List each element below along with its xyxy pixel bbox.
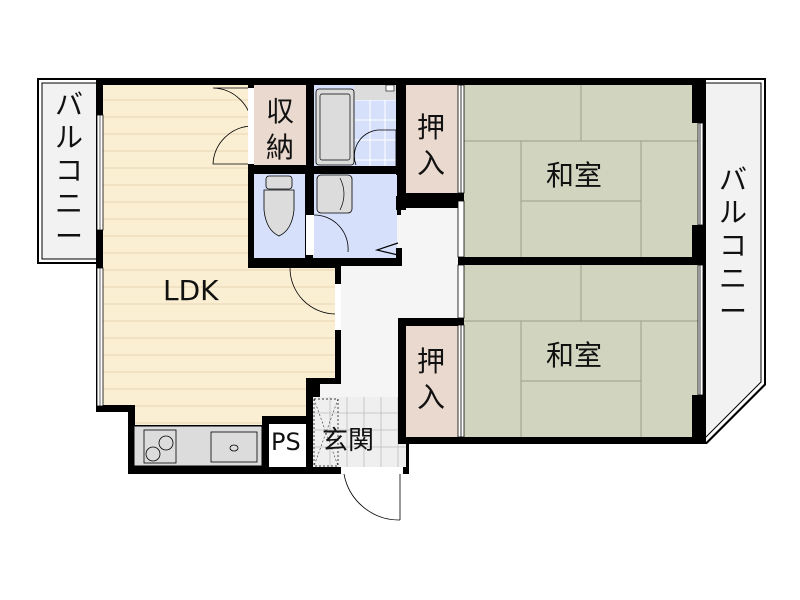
kitchen-counter xyxy=(133,425,263,467)
label-char: 入 xyxy=(416,147,445,180)
label-char: ニ xyxy=(54,187,83,220)
label-char: バ xyxy=(718,163,747,196)
label-char: コ xyxy=(718,229,747,262)
washroom xyxy=(312,174,399,258)
washroom-opening xyxy=(306,215,314,255)
washitsu-bottom-label: 和室 xyxy=(546,339,603,372)
window-left xyxy=(96,114,104,407)
entry-door xyxy=(343,473,401,521)
bathroom xyxy=(314,84,397,168)
interior-walls xyxy=(128,85,706,474)
label-char: ー xyxy=(718,295,747,328)
label-char: 入 xyxy=(416,381,445,414)
washitsu-top xyxy=(464,85,698,257)
entrance xyxy=(313,397,406,467)
label-char: ニ xyxy=(718,262,747,295)
ldk-label: LDK xyxy=(163,274,219,307)
toilet-room xyxy=(254,174,305,258)
balcony-left xyxy=(37,78,101,264)
washitsu-bottom xyxy=(464,265,698,437)
label-char: 納 xyxy=(265,131,294,164)
label-char: ル xyxy=(54,121,83,154)
entry-opening xyxy=(341,467,403,474)
balcony-right xyxy=(698,78,766,444)
balcony-left-label: バ ル コ ニ ー xyxy=(54,88,84,253)
label-char: ー xyxy=(54,220,83,253)
label-char: コ xyxy=(54,154,83,187)
storage-opening xyxy=(248,88,254,164)
label-char: バ xyxy=(54,88,83,121)
label-char: 収 xyxy=(265,95,294,128)
closet-bottom xyxy=(406,325,458,437)
sliding-doors xyxy=(457,84,465,438)
ldk-room xyxy=(103,85,335,425)
entrance-label: 玄関 xyxy=(322,426,375,456)
closet-bottom-label: 押 入 xyxy=(413,344,449,416)
storage-room xyxy=(254,85,306,165)
closet-top-label: 押 入 xyxy=(413,110,449,182)
label-char: 押 xyxy=(416,111,445,144)
closet-top xyxy=(406,85,458,193)
ldk-door xyxy=(289,267,336,315)
ps-label: PS xyxy=(271,428,301,456)
balcony-right-label: バ ル コ ニ ー xyxy=(718,163,748,328)
window-right xyxy=(697,122,704,396)
washitsu-top-label: 和室 xyxy=(546,159,603,192)
label-char: ル xyxy=(718,196,747,229)
storage-label: 収 納 xyxy=(262,94,298,166)
ps-shaft xyxy=(269,424,307,467)
ldk-opening xyxy=(335,284,341,330)
label-char: 押 xyxy=(416,345,445,378)
